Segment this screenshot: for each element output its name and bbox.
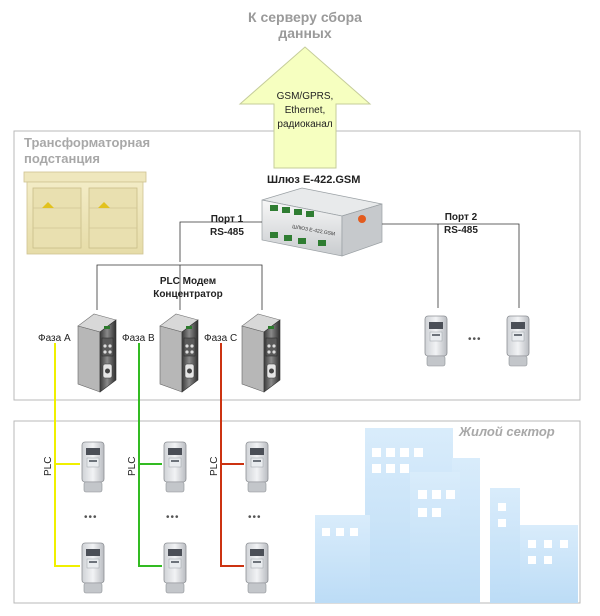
plc-label-b: PLC: [127, 457, 138, 476]
arrow-line2: Ethernet,: [284, 105, 326, 116]
plc-label-a: PLC: [43, 457, 54, 476]
home-meter-b2-icon: [163, 542, 187, 594]
plc-line1: PLC Модем: [159, 276, 217, 287]
phase-a-line: [54, 343, 80, 567]
gateway-device-icon: [261, 187, 383, 257]
residential-title: Жилой сектор: [459, 424, 555, 439]
home-meter-b1-icon: [163, 441, 187, 493]
city-silhouette: [315, 428, 578, 603]
port1-label: Порт 1 RS-485: [210, 213, 244, 239]
server-title-line1: К серверу сбора: [248, 9, 362, 25]
uplink-arrow: [238, 46, 372, 169]
home-meter-a1-icon: [81, 441, 105, 493]
phase-b-label: Фаза В: [122, 333, 155, 344]
arrow-line3: радиоканал: [277, 119, 333, 130]
home-meter-c1-icon: [245, 441, 269, 493]
plc-modem-phase-b-icon: [159, 313, 199, 393]
home-meter-c2-icon: [245, 542, 269, 594]
arrow-label: GSM/GPRS, Ethernet, радиоканал: [272, 90, 338, 132]
phase-c-line: [220, 343, 244, 567]
substation-title: Трансформаторная подстанция: [24, 135, 150, 167]
gateway-title: Шлюз E-422.GSM: [267, 174, 361, 186]
substation-building-icon: [23, 171, 147, 255]
port2-label: Порт 2 RS-485: [444, 211, 478, 237]
phase-c-label: Фаза С: [204, 333, 238, 344]
server-title-line2: данных: [278, 25, 332, 41]
substation-title-line1: Трансформаторная: [24, 135, 151, 150]
plc-line2: Концентратор: [153, 289, 223, 300]
rs485-wiring: [96, 221, 520, 310]
port1-line1: Порт 1: [210, 214, 244, 225]
phase-b-ellipsis: •••: [166, 512, 180, 523]
port1-line2: RS-485: [210, 227, 244, 238]
phase-c-ellipsis: •••: [248, 512, 262, 523]
plc-concentrator-label: PLC Модем Концентратор: [142, 275, 234, 301]
port2-line2: RS-485: [444, 225, 478, 236]
port2-line1: Порт 2: [444, 212, 478, 223]
substation-title-line2: подстанция: [24, 151, 100, 166]
server-title: К серверу сбора данных: [225, 9, 385, 41]
rs485-meters-ellipsis: •••: [468, 334, 482, 345]
plc-modem-phase-c-icon: [241, 313, 281, 393]
arrow-line1: GSM/GPRS,: [276, 91, 334, 102]
phase-a-label: Фаза А: [38, 333, 71, 344]
residential-frame: [13, 420, 581, 604]
plc-label-c: PLC: [209, 457, 220, 476]
phase-a-ellipsis: •••: [84, 512, 98, 523]
home-meter-a2-icon: [81, 542, 105, 594]
plc-modem-phase-a-icon: [77, 313, 117, 393]
rs485-meter-1-icon: [424, 315, 448, 367]
rs485-meter-2-icon: [506, 315, 530, 367]
phase-b-line: [138, 343, 162, 567]
